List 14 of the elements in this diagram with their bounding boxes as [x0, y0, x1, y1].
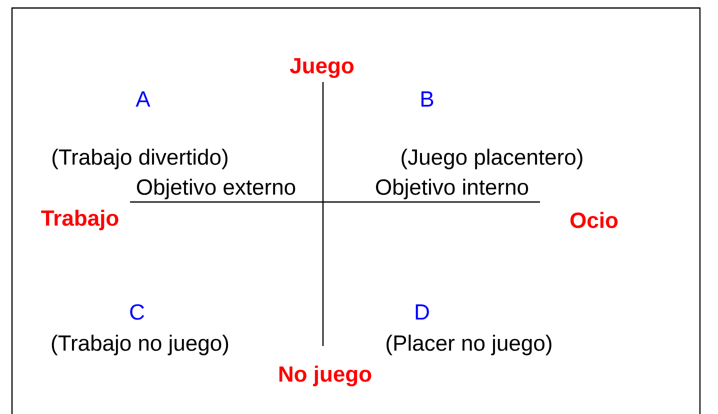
axis-label: No juego: [279, 366, 372, 386]
quadrant-label: (Placer no juego): [386, 334, 552, 356]
quadrant-label: Objetivo externo: [136, 178, 296, 200]
quadrant-letter: A: [136, 91, 150, 107]
quadrant-letter: B: [421, 91, 434, 107]
axis-label: Juego: [290, 58, 354, 78]
quadrant-label: (Trabajo divertido): [52, 148, 228, 170]
axis-label: Trabajo: [41, 210, 118, 230]
quadrant-letter: C: [130, 304, 144, 320]
quadrant-label: (Trabajo no juego): [52, 334, 228, 356]
quadrant-label: Objetivo interno: [376, 178, 528, 200]
axis-label: Ocio: [570, 212, 618, 228]
quadrant-label: (Juego placentero): [402, 148, 582, 170]
quadrant-letter: D: [416, 304, 429, 320]
